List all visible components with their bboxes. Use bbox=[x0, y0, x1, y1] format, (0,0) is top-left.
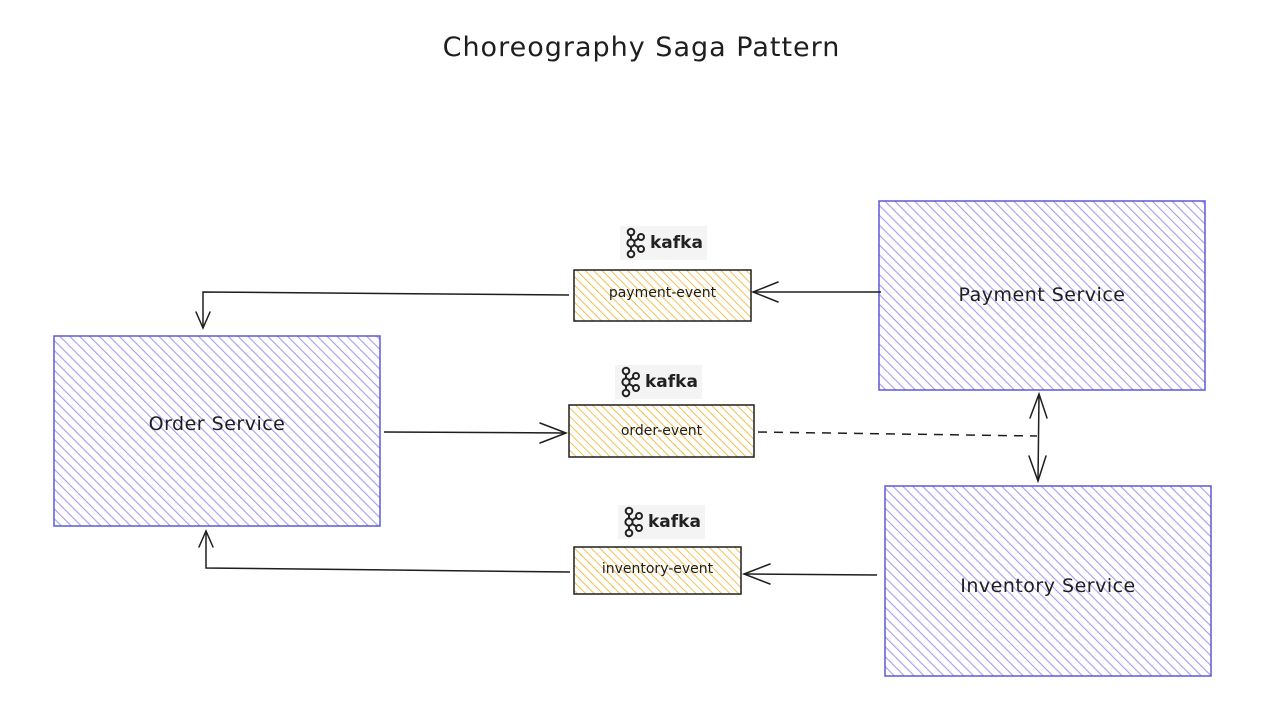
inventory-event-label: inventory-event bbox=[601, 561, 714, 577]
kafka-logo-order: kafka bbox=[615, 365, 702, 399]
kafka-logo-text: kafka bbox=[648, 512, 701, 532]
inventory-service-box bbox=[884, 485, 1212, 677]
payment-service-box bbox=[878, 200, 1206, 391]
arrow-payment-inventory bbox=[1037, 393, 1040, 482]
arrowhead-payment-to-topic bbox=[750, 281, 779, 303]
kafka-logo-text: kafka bbox=[645, 372, 698, 392]
arrowhead-inventory-topic-to-order bbox=[198, 529, 214, 548]
kafka-icon bbox=[624, 506, 643, 538]
kafka-logo-text: kafka bbox=[650, 233, 703, 253]
kafka-logo-payment: kafka bbox=[620, 226, 707, 260]
arrowhead-order-to-topic bbox=[539, 422, 569, 444]
order-service-label: Order Service bbox=[148, 413, 286, 435]
order-event-topic-box bbox=[568, 404, 755, 458]
arrow-order-to-topic bbox=[383, 431, 567, 434]
order-event-label: order-event bbox=[620, 423, 703, 439]
order-service-box bbox=[53, 335, 381, 527]
kafka-icon bbox=[621, 366, 640, 398]
diagram-title: Choreography Saga Pattern bbox=[442, 32, 841, 63]
payment-event-label: payment-event bbox=[608, 285, 717, 301]
dashed-link-order-event bbox=[757, 431, 1038, 437]
payment-event-topic-box bbox=[573, 269, 752, 322]
arrowhead-up-to-payment bbox=[1029, 391, 1048, 419]
payment-service-label: Payment Service bbox=[958, 284, 1126, 306]
inventory-event-topic-box bbox=[573, 546, 742, 595]
arrowhead-payment-topic-to-order bbox=[195, 311, 211, 330]
arrow-inventory-topic-to-order bbox=[205, 531, 571, 573]
kafka-logo-inventory: kafka bbox=[618, 505, 705, 539]
arrowhead-inventory-to-topic bbox=[741, 563, 771, 585]
arrow-inventory-to-topic bbox=[743, 573, 878, 576]
inventory-service-label: Inventory Service bbox=[960, 575, 1136, 597]
arrow-payment-topic-to-order bbox=[202, 291, 570, 328]
kafka-icon bbox=[626, 227, 645, 259]
arrowhead-down-to-inventory bbox=[1028, 455, 1047, 484]
